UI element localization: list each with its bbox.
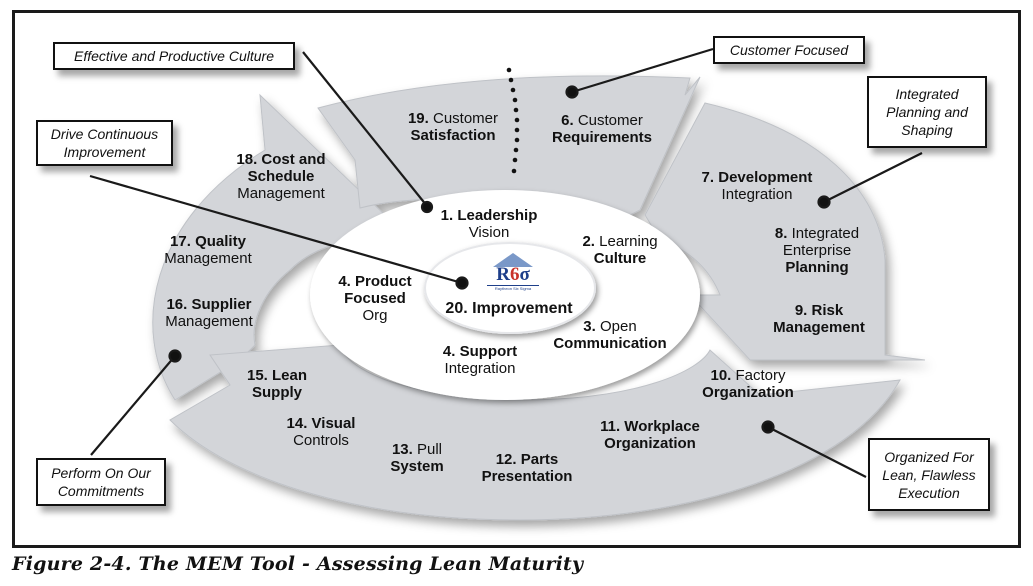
center-oval [424, 242, 596, 334]
leader-customer-focused [571, 47, 714, 94]
leader-drive-improvement [89, 174, 463, 285]
logo-letters: R6σ [496, 264, 530, 285]
logo-roof-icon [493, 253, 533, 267]
leader-dot-organized-lean [761, 420, 775, 434]
leader-perform-commitments [90, 355, 176, 456]
figure-caption: Figure 2-4. The MEM Tool - Assessing Lea… [12, 553, 584, 575]
callout-drive-improvement: Drive Continuous Improvement [36, 120, 173, 166]
leader-dot-customer-focused [565, 85, 579, 99]
callout-perform-commitments: Perform On Our Commitments [36, 458, 166, 506]
leader-lines [89, 47, 923, 478]
element-20-improvement: 20. Improvement [445, 300, 573, 317]
arrow-segment-bottom [169, 344, 901, 521]
leader-organized-lean [767, 426, 867, 478]
leader-dot-perform-commitments [168, 349, 182, 363]
dotted-divider [506, 67, 520, 174]
raytheon-six-sigma-logo: R6σ Raytheon Six Sigma [487, 253, 539, 295]
callout-effective-culture: Effective and Productive Culture [53, 42, 295, 70]
leader-dot-effective-culture [420, 200, 434, 214]
logo-subtitle: Raytheon Six Sigma [487, 285, 539, 291]
callout-integrated-planning: Integrated Planning and Shaping [867, 76, 987, 148]
leader-integrated-planning [823, 152, 923, 203]
outer-ring [152, 75, 926, 521]
callout-organized-lean: Organized For Lean, Flawless Execution [868, 438, 990, 511]
leader-dot-drive-improvement [455, 276, 469, 290]
leader-effective-culture [302, 51, 428, 207]
callout-customer-focused: Customer Focused [713, 36, 865, 64]
arrow-segment-right [644, 102, 926, 361]
leader-dot-integrated-planning [817, 195, 831, 209]
